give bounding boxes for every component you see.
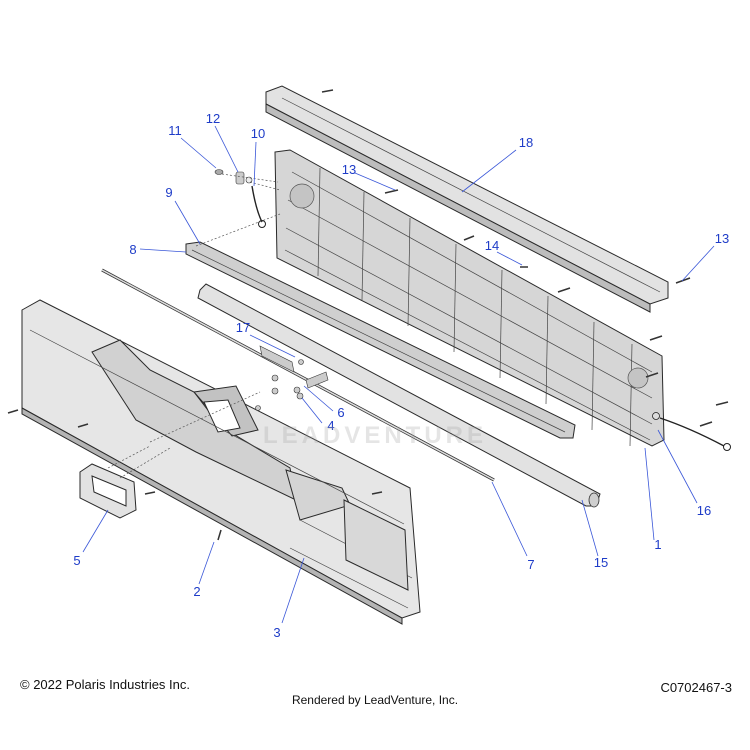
callout-14: 14: [485, 238, 499, 253]
inner-tailgate-frame: [274, 149, 665, 447]
lower-channel: [185, 241, 576, 439]
callout-4: 4: [327, 418, 334, 433]
callout-labels: 1 2 3 4 5 6 7 8 9 10 11 12 13 13 14 15 1…: [73, 111, 729, 640]
callout-17: 17: [236, 320, 250, 335]
leader-lines: [82, 125, 715, 624]
rendered-by-text: Rendered by LeadVenture, Inc.: [291, 693, 459, 707]
callout-13-right: 13: [715, 231, 729, 246]
callout-2: 2: [193, 584, 200, 599]
assembly-lines: [107, 173, 281, 479]
watermark: LEADVENTURE: [262, 422, 487, 449]
callout-10: 10: [251, 126, 265, 141]
callout-11: 11: [168, 123, 182, 138]
callout-15: 15: [594, 555, 608, 570]
callout-6: 6: [337, 405, 344, 420]
callout-1: 1: [654, 537, 661, 552]
callout-9: 9: [165, 185, 172, 200]
latch-rod: [101, 268, 495, 482]
top-cap-rail: [265, 85, 669, 313]
callout-7: 7: [527, 557, 534, 572]
drawing-id-text: C0702467-3: [660, 680, 732, 695]
outer-tailgate-panel: [21, 299, 421, 625]
tailgate-handle: [79, 463, 137, 519]
callout-5: 5: [73, 553, 80, 568]
torsion-tube: [197, 283, 601, 508]
callout-8: 8: [129, 242, 136, 257]
callout-13-frame: 13: [342, 162, 356, 177]
callout-12: 12: [206, 111, 220, 126]
callout-16: 16: [697, 503, 711, 518]
callout-3: 3: [273, 625, 280, 640]
copyright-text: © 2022 Polaris Industries Inc.: [20, 677, 190, 692]
callout-18: 18: [519, 135, 533, 150]
hardware: [7, 89, 731, 541]
